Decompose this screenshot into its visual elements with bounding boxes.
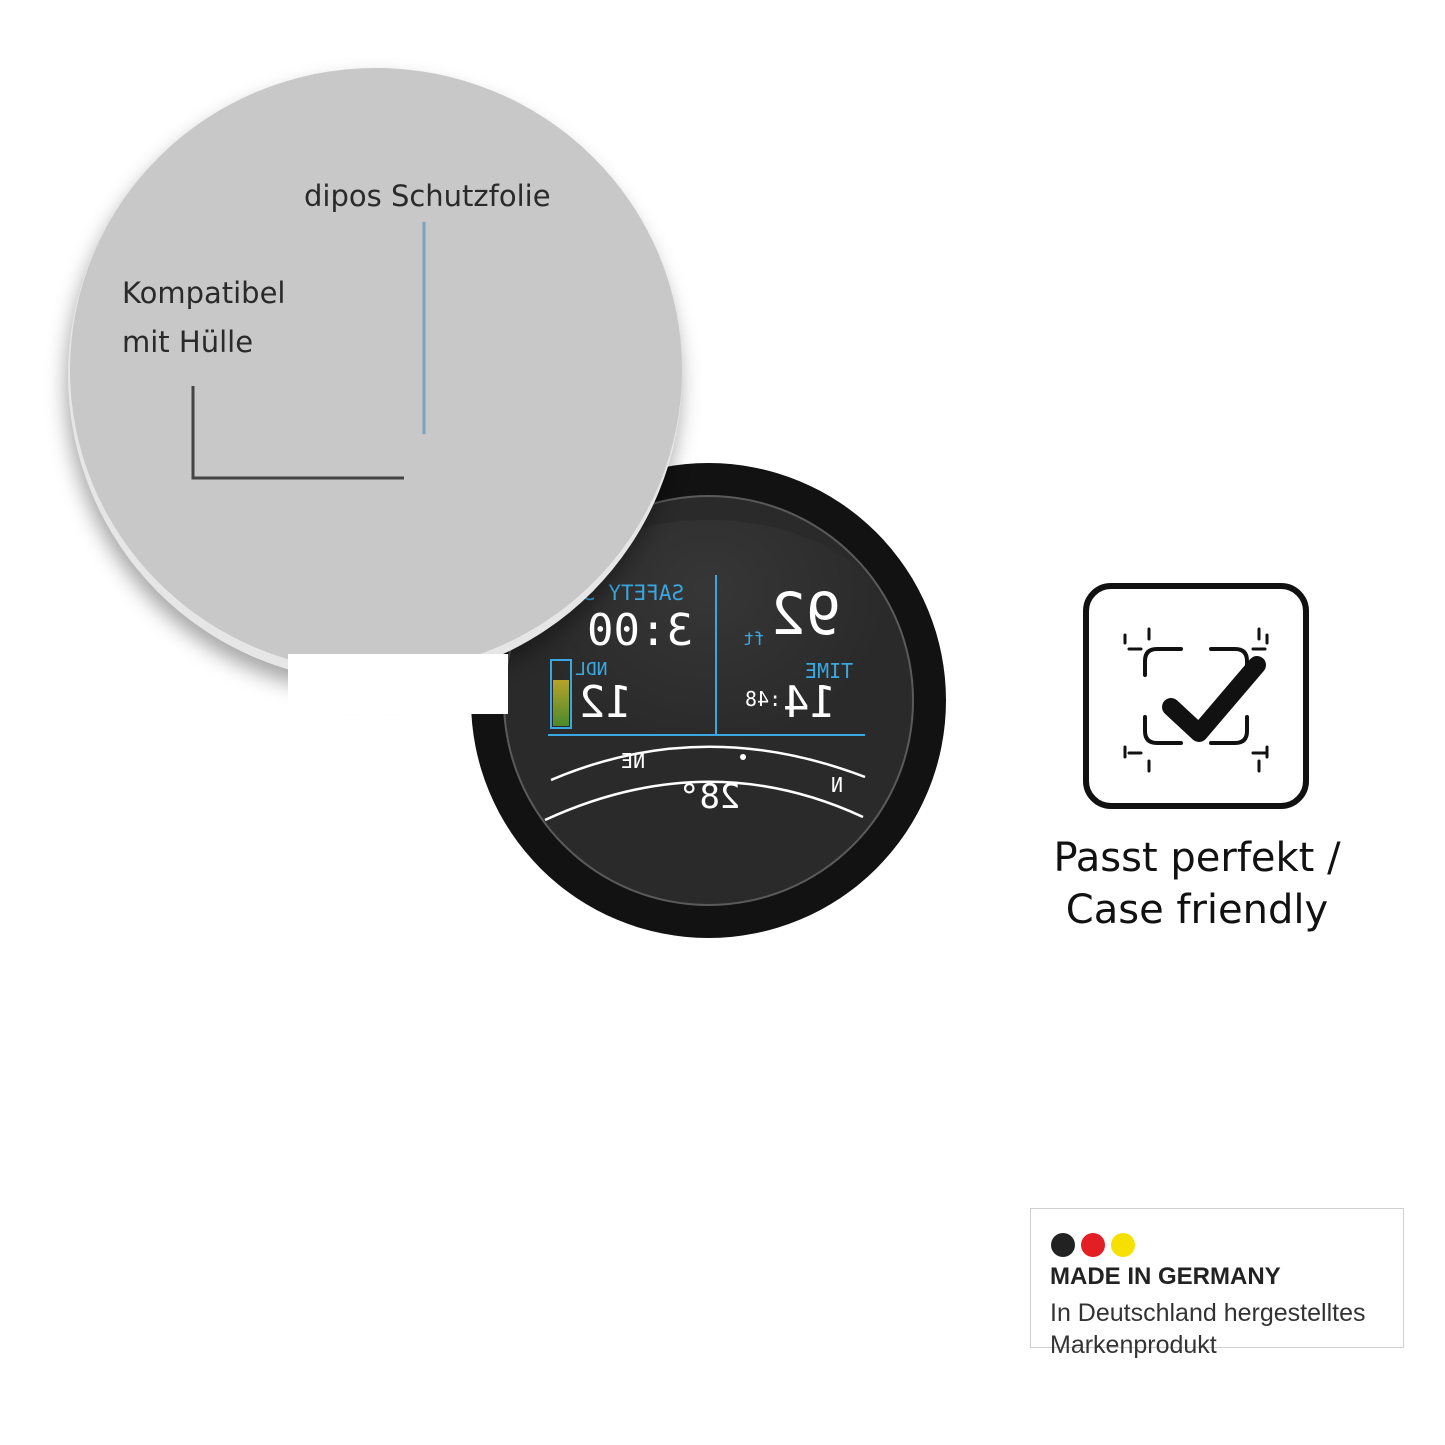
flag-dot-gold bbox=[1111, 1233, 1135, 1257]
checkmark bbox=[1162, 656, 1266, 742]
made-in-germany-badge: MADE IN GERMANY In Deutschland hergestel… bbox=[1030, 1208, 1404, 1359]
compass-n: N bbox=[831, 773, 844, 797]
dive-computer-graphics bbox=[544, 575, 866, 822]
film-compat-label-line2: mit Hülle bbox=[122, 325, 254, 359]
feature-caption-line2: Case friendly bbox=[1065, 887, 1329, 933]
badge-title: MADE IN GERMANY bbox=[1050, 1263, 1281, 1290]
feature-caption: Passt perfekt / Case friendly bbox=[1020, 832, 1374, 936]
flag-dot-red bbox=[1081, 1233, 1105, 1257]
flag-dot-black bbox=[1051, 1233, 1075, 1257]
background-patch bbox=[288, 654, 508, 714]
compass-arc-upper bbox=[550, 745, 866, 782]
check-frame-icon bbox=[1083, 583, 1309, 809]
leader-lines bbox=[191, 222, 426, 480]
feature-caption-line1: Passt perfekt / bbox=[1053, 835, 1341, 881]
protective-film bbox=[70, 68, 682, 672]
badge-line1: In Deutschland hergestelltes bbox=[1050, 1299, 1366, 1327]
film-product-label: dipos Schutzfolie bbox=[304, 179, 551, 213]
compass-marker bbox=[740, 754, 746, 760]
check-frame-icon-graphic bbox=[1123, 627, 1269, 773]
badge-line2: Markenprodukt bbox=[1050, 1331, 1217, 1359]
compass-ne: NE bbox=[621, 749, 646, 773]
ndl-bar bbox=[550, 659, 572, 729]
ndl-bar-fill bbox=[553, 679, 569, 726]
compass-heading: 28° bbox=[679, 777, 741, 817]
film-compat-label-line1: Kompatibel bbox=[122, 276, 286, 310]
compass-arc-lower bbox=[544, 780, 864, 822]
compat-leader-line bbox=[191, 386, 404, 480]
